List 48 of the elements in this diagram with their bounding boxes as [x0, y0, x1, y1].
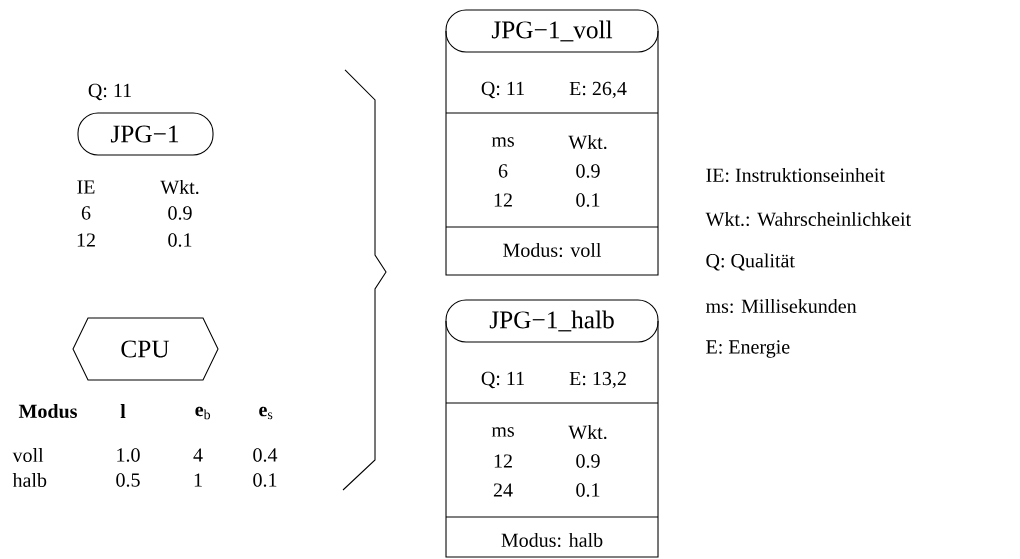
table-cell: 12: [77, 233, 95, 247]
table-cell: 0.5: [116, 473, 140, 487]
legend-text: E: Energie: [706, 340, 790, 358]
table-header: IE: [77, 180, 95, 194]
table-cell: 6: [81, 206, 91, 220]
table-cell: 12: [494, 193, 512, 207]
octagon-box: CPU: [72, 317, 219, 381]
quality-text: Q: 11: [481, 371, 524, 389]
table-header: e$_{b}$: [195, 406, 211, 420]
title: JPG−1_voll: [491, 20, 613, 42]
table-cell: 0.9: [576, 454, 600, 468]
quality-text: Q: 11: [481, 81, 524, 99]
legend-text: Q: Qualität: [706, 253, 795, 271]
table-cell: 0.4: [253, 448, 278, 462]
energy-text: E: 13,2: [569, 371, 626, 389]
table-cell: voll: [12, 447, 44, 462]
title: JPG−1_halb: [489, 310, 614, 332]
mode-text: Modus: voll: [503, 242, 602, 258]
table-header: l: [120, 404, 126, 418]
table-cell: 0.9: [576, 164, 600, 178]
table-cell: 0.1: [253, 473, 277, 487]
table-cell: 24: [493, 483, 513, 497]
table-cell: 1.0: [117, 448, 140, 462]
table-cell: halb: [12, 472, 47, 487]
table-cell: 1: [194, 473, 202, 487]
table-cell: 0.1: [576, 483, 600, 497]
table-cell: ms: [491, 137, 514, 147]
table-header: Wkt.: [160, 179, 199, 195]
energy-text: E: 26,4: [569, 81, 627, 99]
table-cell: Wkt.: [568, 424, 607, 440]
table-cell: 0.9: [168, 206, 192, 220]
legend-text: Wkt.: Wahrscheinlichkeit: [705, 211, 911, 227]
table-cell: 6: [498, 164, 508, 178]
table-cell: 4: [193, 448, 203, 462]
table-cell: ms: [491, 427, 514, 437]
table-header: e$_{s}$: [259, 406, 273, 420]
table-header: Modus: [18, 403, 77, 419]
table-cell: Wkt.: [568, 134, 607, 150]
table-cell: 0.1: [576, 193, 600, 207]
card: [445, 299, 659, 558]
mode-text: Modus: halb: [501, 532, 603, 548]
card: [445, 9, 659, 276]
table-cell: 12: [494, 454, 512, 468]
quality-text: Q: 11: [88, 83, 131, 101]
legend-text: ms: Millisekunden: [705, 298, 857, 314]
rounded-box: JPG−1: [77, 112, 214, 156]
table-cell: 0.1: [168, 233, 192, 247]
legend-text: IE: Instruktionseinheit: [706, 167, 885, 183]
